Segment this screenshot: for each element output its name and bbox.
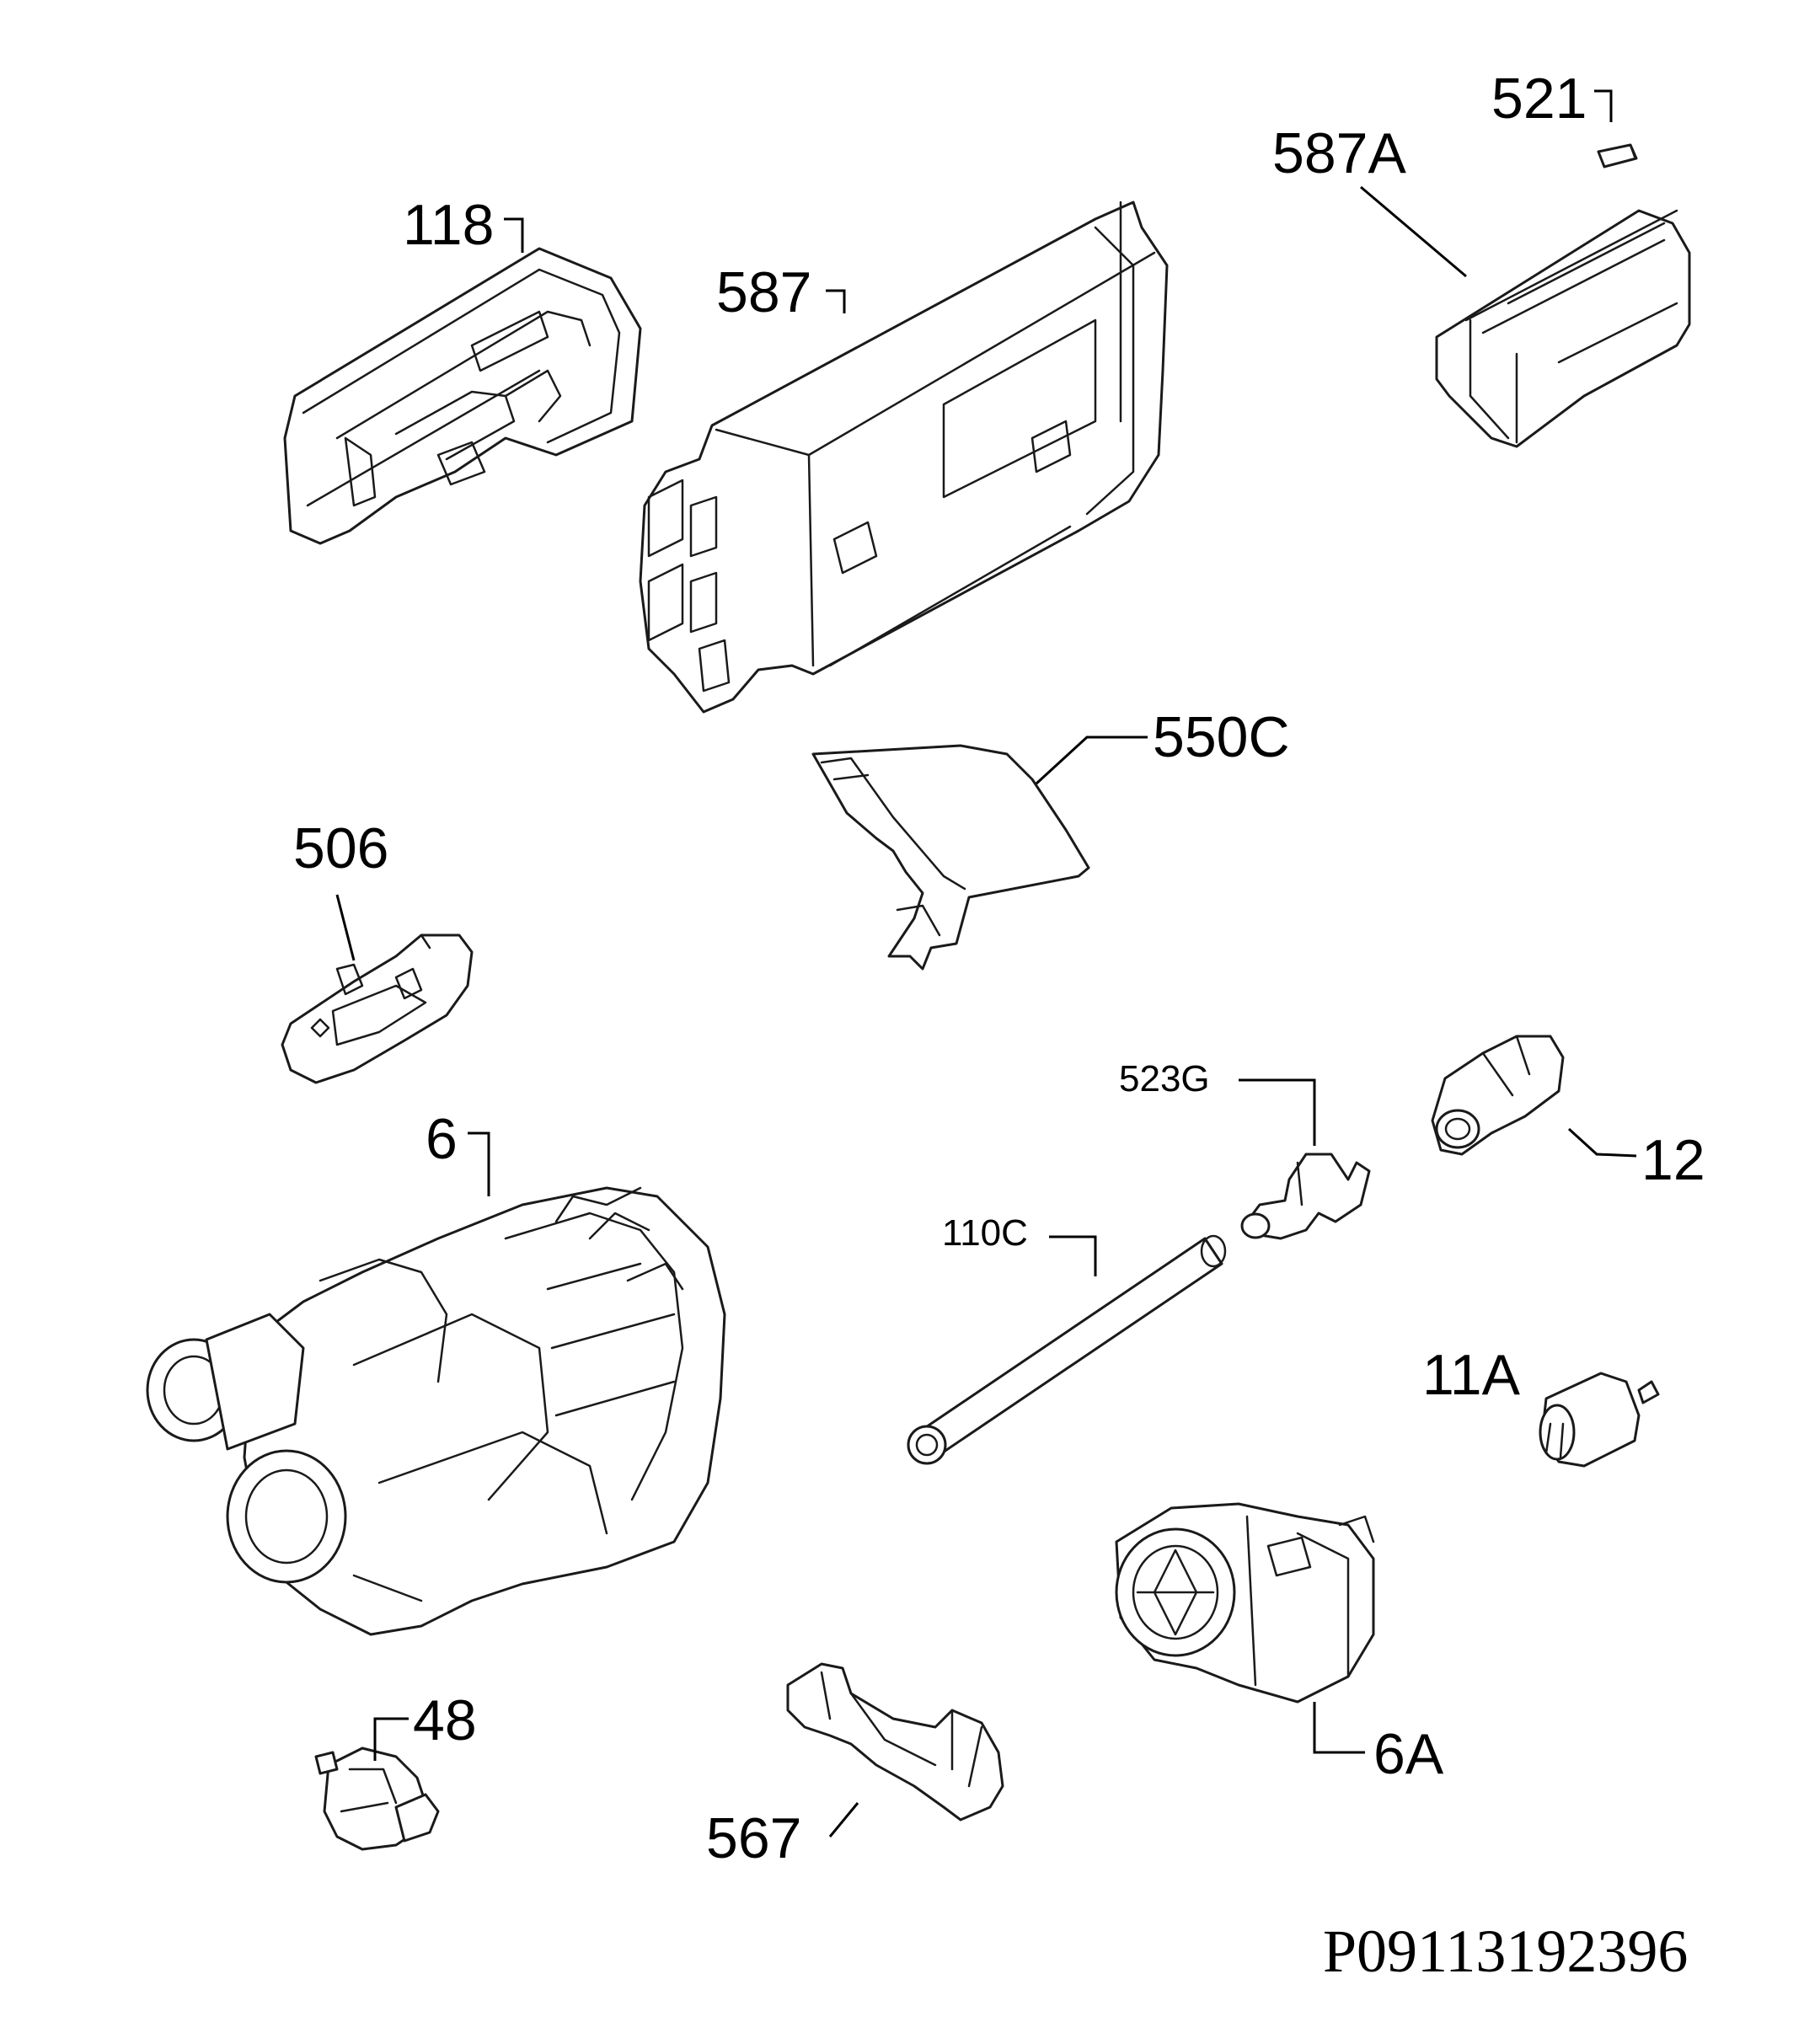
label-118: 118: [403, 193, 494, 257]
leader-550C: [1035, 736, 1148, 785]
part-587A-display-board: [1435, 209, 1691, 448]
label-587: 587: [716, 260, 811, 324]
part-567-bracket: [786, 1662, 1004, 1821]
label-12: 12: [1641, 1128, 1705, 1192]
leader-12: [1567, 1127, 1637, 1158]
leader-521: [1594, 89, 1613, 122]
part-48-sensor: [314, 1747, 440, 1851]
drawing-code: P09113192396: [1323, 1918, 1688, 1985]
leader-6: [468, 1131, 490, 1196]
part-587-electronic-module: [639, 201, 1169, 714]
label-587A: 587A: [1272, 121, 1406, 185]
leader-6A: [1313, 1702, 1365, 1754]
part-6-circulation-pump: [146, 1186, 726, 1636]
leader-567: [828, 1802, 859, 1837]
label-6A: 6A: [1373, 1722, 1444, 1786]
label-521: 521: [1491, 67, 1587, 131]
part-523G-sensor: [1240, 1153, 1371, 1240]
label-567: 567: [706, 1806, 801, 1870]
part-506-switch: [281, 933, 474, 1084]
part-12-pressure-sensor: [1431, 1035, 1565, 1156]
leader-48: [373, 1717, 409, 1761]
part-11A-motor: [1539, 1372, 1660, 1468]
label-550C: 550C: [1153, 705, 1290, 769]
label-110C: 110C: [942, 1212, 1028, 1254]
part-110C-hose: [907, 1234, 1227, 1465]
label-506: 506: [293, 816, 388, 880]
part-550C-cover: [811, 744, 1090, 971]
leader-118: [504, 217, 524, 253]
part-6A-drain-pump: [1115, 1502, 1375, 1704]
leader-587: [826, 289, 846, 313]
label-11A: 11A: [1422, 1343, 1521, 1407]
part-118-control-frame: [283, 247, 642, 545]
label-48: 48: [413, 1688, 477, 1752]
part-521-connector: [1597, 143, 1638, 168]
leader-110C: [1049, 1235, 1097, 1276]
leader-523G: [1239, 1078, 1316, 1146]
label-523G: 523G: [1119, 1058, 1210, 1099]
leader-587A: [1360, 185, 1467, 278]
label-6: 6: [426, 1107, 458, 1171]
leader-506: [335, 894, 356, 961]
